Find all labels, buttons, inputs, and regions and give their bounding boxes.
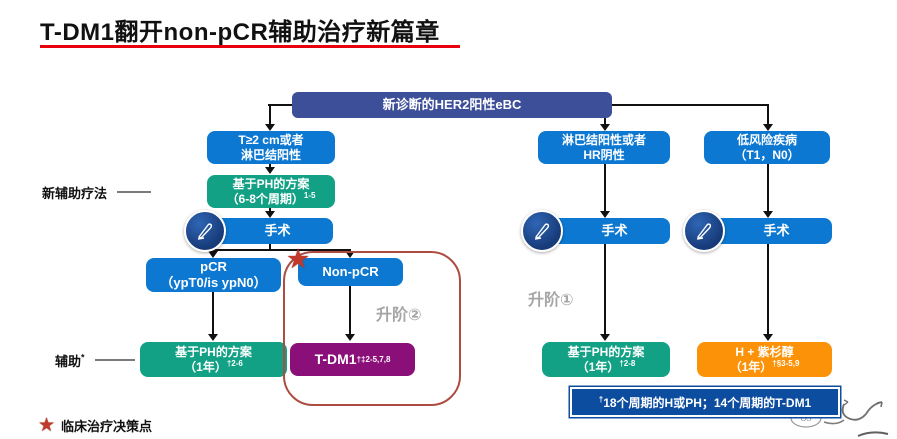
node-neoadjuvant-ph-line1: 基于PH的方案 [232,176,310,191]
node-pcr-line1: pCR [200,258,227,274]
connector-line [767,104,769,125]
arrow-down-icon [265,211,275,218]
node-h-taxane-line2: （1年）†§3-5,9 [729,358,800,375]
row-label-adjuvant-text: 辅助 [55,354,82,369]
node-pcr-line2: （ypT0/is ypN0） [160,275,267,290]
node-low-risk-line1: 低风险疾病 [736,132,797,147]
arrow-down-icon [345,251,355,258]
node-tdm1: T-DM1†‡2-5,7,8 [290,343,415,376]
page-title: T-DM1翻开non-pCR辅助治疗新篇章 [40,19,440,46]
title-underline [40,45,460,48]
node-adjuvant-ph-right-line1: 基于PH的方案 [567,344,645,359]
node-root: 新诊断的HER2阳性eBC [292,92,612,118]
node-adjuvant-ph-left-line2-text: （1年） [184,359,227,374]
node-node-positive-hr-negative: 淋巴结阳性或者 HR阴性 [538,131,670,164]
connector-line [767,164,769,211]
connector-line [269,104,271,125]
scalpel-glyph [696,223,712,240]
footnote-body: 18个周期的H或PH；14个周期的T-DM1 [603,395,812,410]
node-pcr: pCR （ypT0/is ypN0） [146,258,281,292]
connector-line [604,117,606,125]
legend-star-icon: ★ [38,415,56,436]
row-label-neoadjuvant-text: 新辅助疗法 [42,186,108,201]
node-adjuvant-ph-left-line1: 基于PH的方案 [175,344,252,359]
node-adjuvant-ph-left: 基于PH的方案 （1年）†2-6 [140,342,287,377]
arrow-down-icon [208,334,218,341]
connector-line [767,244,769,335]
scalpel-glyph [197,223,213,240]
scalpel-icon [184,210,226,252]
connector-line [269,208,271,212]
watermark-label: OS [801,413,812,423]
arrow-down-icon [763,211,773,218]
row-label-adjuvant: 辅助* [55,351,85,370]
row-label-adjuvant-sup: * [81,352,85,363]
scalpel-icon [521,210,563,252]
legend-text: 临床治疗决策点 [61,419,153,434]
node-low-risk: 低风险疾病 （T1，N0） [704,131,830,164]
node-neoadjuvant-ph-line2-text: （6-8个周期） [226,191,304,206]
arrow-down-icon [345,334,355,341]
node-node-hr-line1: 淋巴结阳性或者 [561,132,646,147]
node-non-pcr-label: Non-pCR [322,263,379,279]
footnote-bar: †18个周期的H或PH；14个周期的T-DM1 [570,387,840,417]
node-non-pcr: Non-pCR [298,258,403,286]
node-adjuvant-ph-left-line2: （1年）†2-6 [184,358,243,375]
node-adjuvant-ph-right: 基于PH的方案 （1年）†2-8 [542,342,670,377]
watermark-doodle: OS [778,396,897,439]
node-adjuvant-ph-left-ref: †2-6 [226,358,243,368]
row-label-neoadjuvant: 新辅助疗法 [42,183,107,202]
connector-line [604,164,606,211]
node-neoadjuvant-ph: 基于PH的方案 （6-8个周期）1-5 [207,175,335,208]
node-tdm1-label: T-DM1 [314,350,357,367]
arrow-down-icon [208,251,218,258]
non-pcr-highlight-outline [283,251,461,406]
connector-line [349,286,351,335]
connector-line [212,249,351,251]
connector-line [212,292,214,335]
node-high-risk: T≥2 cm或者 淋巴结阳性 [207,131,335,164]
node-h-taxane-line2-text: （1年） [729,359,773,374]
escalation-2-label: 升阶② [376,307,422,324]
arrow-down-icon [600,124,610,131]
node-node-hr-line2: HR阴性 [583,147,625,162]
node-surgery-label: 手术 [763,222,790,238]
node-high-risk-line1: T≥2 cm或者 [238,132,304,147]
node-neoadjuvant-ph-line2: （6-8个周期）1-5 [226,190,316,207]
node-low-risk-line2: （T1，N0） [734,147,800,162]
node-h-taxane: H + 紫杉醇 （1年）†§3-5,9 [697,342,832,377]
scalpel-glyph [534,223,550,240]
node-root-label: 新诊断的HER2阳性eBC [382,96,522,112]
footnote-text: †18个周期的H或PH；14个周期的T-DM1 [599,394,812,411]
row-label-dash [117,191,151,193]
arrow-down-icon [600,211,610,218]
connector-line [604,244,606,335]
connector-line [269,244,271,251]
connector-line [612,104,769,106]
node-adjuvant-ph-right-line2-text: （1年） [576,359,620,374]
decision-star-icon: ★ [286,244,311,274]
connector-line [268,104,292,106]
doodle-icon: OS [790,399,889,437]
node-adjuvant-ph-right-line2: （1年）†2-8 [576,358,636,375]
row-label-dash [95,359,135,361]
legend: ★ 临床治疗决策点 [38,414,152,437]
node-neoadjuvant-ph-ref: 1-5 [303,190,316,200]
node-h-taxane-ref: †§3-5,9 [772,358,800,368]
scalpel-icon [683,210,725,252]
arrow-down-icon [600,334,610,341]
arrow-down-icon [763,334,773,341]
connector-line [269,164,271,168]
node-high-risk-line2: 淋巴结阳性 [240,147,301,162]
node-h-taxane-line1: H + 紫杉醇 [735,344,794,359]
arrow-down-icon [763,124,773,131]
arrow-down-icon [265,167,275,174]
node-adjuvant-ph-right-ref: †2-8 [619,358,636,368]
footnote-dagger: † [598,394,604,404]
node-surgery-label: 手术 [264,222,291,238]
escalation-1-label: 升阶① [528,292,574,309]
node-surgery-label: 手术 [601,222,628,238]
arrow-down-icon [265,124,275,131]
